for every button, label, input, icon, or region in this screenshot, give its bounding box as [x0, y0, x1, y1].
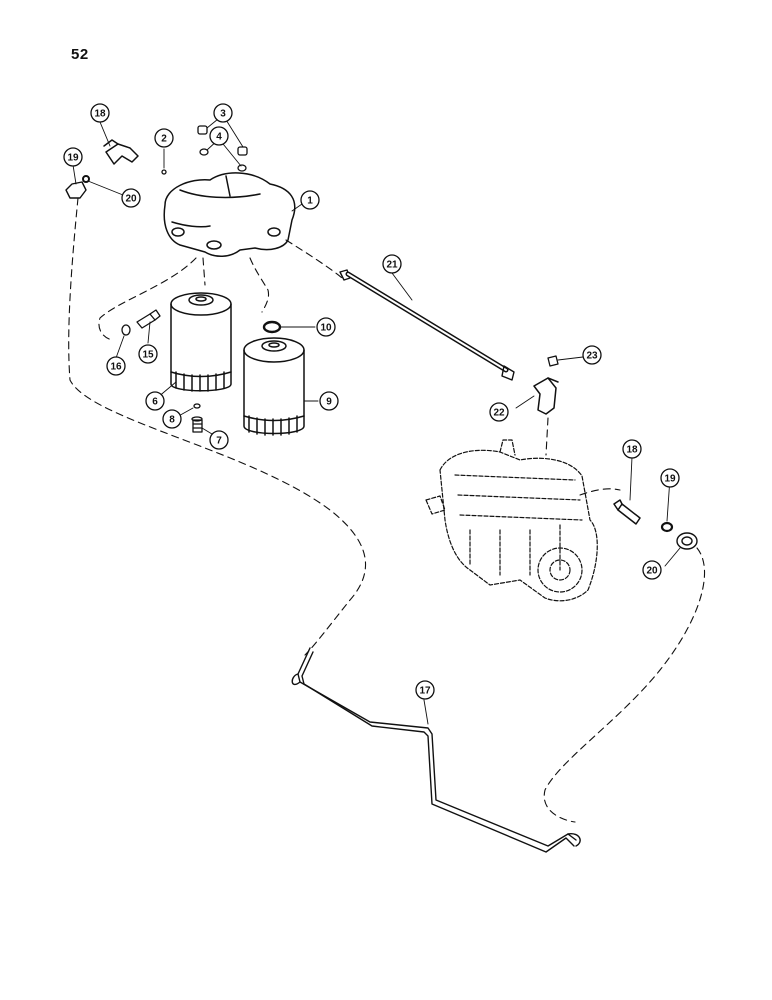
callout-10: 10: [316, 317, 336, 337]
callout-20: 20: [642, 560, 662, 580]
tube-fitting: [533, 377, 559, 415]
callout-label: 3: [220, 109, 226, 120]
callout-label: 23: [586, 351, 598, 362]
callout-label: 1: [307, 196, 313, 207]
callout-label: 18: [626, 445, 638, 456]
callout-label: 20: [125, 194, 137, 205]
callout-label: 17: [419, 686, 431, 697]
callout-label: 8: [169, 415, 175, 426]
callout-21: 21: [382, 254, 402, 274]
callout-8: 8: [162, 409, 182, 429]
callout-label: 20: [646, 566, 658, 577]
callout-circle: [382, 254, 402, 274]
plug: [547, 355, 559, 367]
callout-circle: [63, 147, 83, 167]
callout-18: 18: [90, 103, 110, 123]
callout-label: 19: [664, 474, 676, 485]
callout-circle: [209, 126, 229, 146]
sealing-washer: [193, 403, 201, 409]
callout-7: 7: [209, 430, 229, 450]
callout-18: 18: [622, 439, 642, 459]
callout-label: 2: [161, 134, 167, 145]
callout-9: 9: [319, 391, 339, 411]
callout-circle: [90, 103, 110, 123]
callout-1: 1: [300, 190, 320, 210]
callout-label: 6: [152, 397, 158, 408]
callout-label: 9: [326, 397, 332, 408]
elbow-fitting-right: [613, 499, 641, 525]
callout-circle: [106, 356, 126, 376]
callout-6: 6: [145, 391, 165, 411]
callout-23: 23: [582, 345, 602, 365]
callout-label: 7: [216, 436, 222, 447]
callout-circle: [213, 103, 233, 123]
callout-circle: [319, 391, 339, 411]
fuel-filter-right: [243, 337, 305, 436]
callout-label: 10: [320, 323, 332, 334]
sleeve-right: [660, 521, 674, 533]
fuel-hose: [339, 269, 515, 381]
callout-circle: [121, 188, 141, 208]
callout-circle: [316, 317, 336, 337]
callout-circle: [415, 680, 435, 700]
callout-2: 2: [154, 128, 174, 148]
callout-circle: [582, 345, 602, 365]
callout-label: 4: [216, 132, 222, 143]
callout-20: 20: [121, 188, 141, 208]
page-number: 52: [71, 46, 89, 63]
callout-16: 16: [106, 356, 126, 376]
nut-right: [676, 532, 698, 550]
callout-circle: [154, 128, 174, 148]
callout-19: 19: [63, 147, 83, 167]
callout-15: 15: [138, 344, 158, 364]
fuel-return-tube: [291, 647, 581, 853]
callout-4: 4: [209, 126, 229, 146]
callout-label: 16: [110, 362, 122, 373]
elbow-fitting: [103, 139, 139, 165]
callout-19: 19: [660, 468, 680, 488]
callout-label: 19: [67, 153, 79, 164]
dashed-routing-lines: [68, 197, 706, 823]
lock-washer: [199, 148, 247, 172]
callout-label: 21: [386, 260, 398, 271]
callout-label: 15: [142, 350, 154, 361]
callout-circle: [209, 430, 229, 450]
washer: [121, 324, 131, 336]
nut: [65, 181, 87, 199]
callout-circle: [642, 560, 662, 580]
o-ring: [262, 320, 282, 334]
callout-circle: [145, 391, 165, 411]
callout-circle: [622, 439, 642, 459]
fuel-filter-left: [170, 292, 232, 392]
sleeve: [82, 175, 90, 183]
callout-circle: [489, 402, 509, 422]
bolt: [136, 309, 161, 329]
filter-head: [163, 172, 296, 257]
callout-label: 18: [94, 109, 106, 120]
drain-plug: [191, 416, 203, 433]
callout-label: 22: [493, 408, 505, 419]
plug-small: [161, 169, 167, 175]
callout-circle: [300, 190, 320, 210]
injection-pump: [425, 439, 598, 602]
callout-3: 3: [213, 103, 233, 123]
callout-22: 22: [489, 402, 509, 422]
callout-17: 17: [415, 680, 435, 700]
callout-circle: [138, 344, 158, 364]
callout-circle: [162, 409, 182, 429]
callout-circle: [660, 468, 680, 488]
